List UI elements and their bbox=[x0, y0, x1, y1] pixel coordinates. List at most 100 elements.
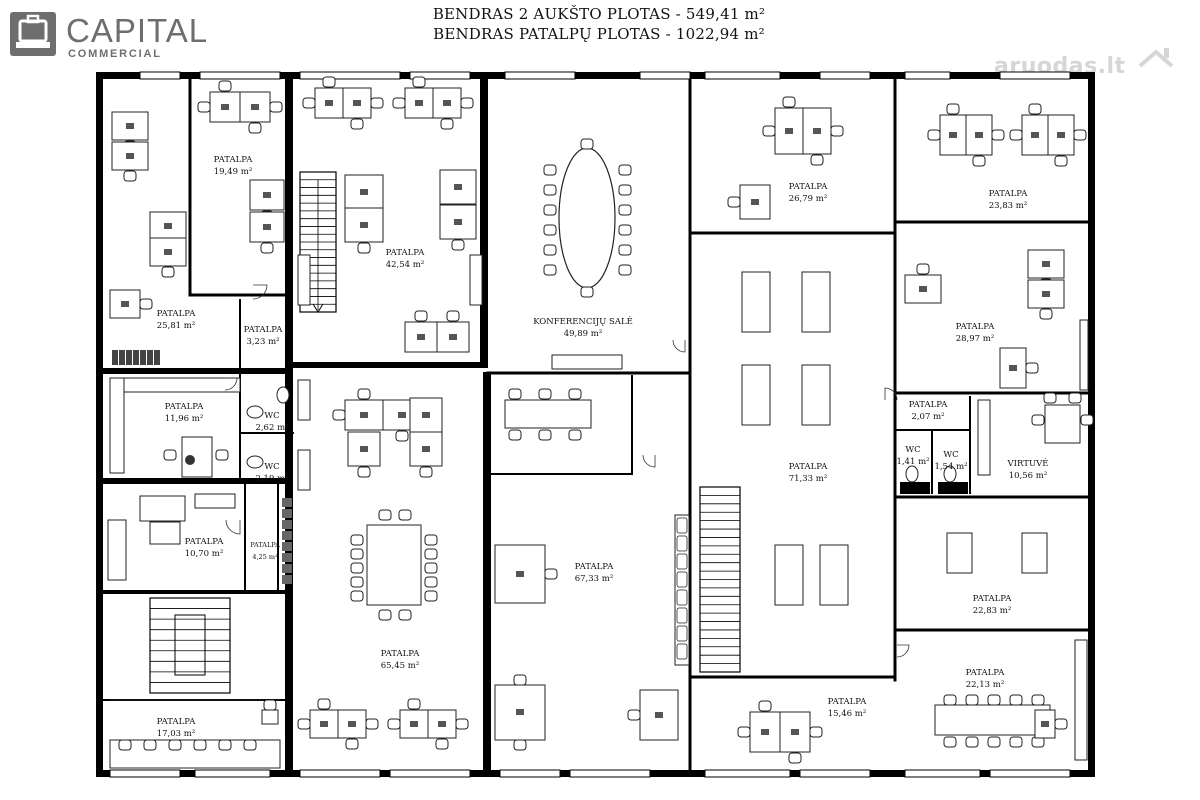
chair bbox=[1028, 103, 1042, 115]
chair bbox=[508, 388, 522, 400]
chair bbox=[965, 736, 979, 748]
room-name-label: PATALPA bbox=[956, 322, 996, 332]
total-floor-area-heading: BENDRAS 2 AUKŠTO PLOTAS - 549,41 m² bbox=[432, 5, 766, 23]
chair bbox=[412, 76, 426, 88]
wall-block bbox=[96, 72, 1092, 79]
chair bbox=[357, 466, 371, 478]
laptop bbox=[1057, 132, 1065, 138]
room-area-label: 25,81 m² bbox=[157, 321, 196, 331]
chair bbox=[1025, 362, 1039, 374]
laptop bbox=[655, 712, 663, 718]
desk bbox=[261, 709, 279, 725]
chair bbox=[263, 699, 277, 711]
laptop bbox=[449, 334, 457, 340]
room-name-label: PATALPA bbox=[973, 594, 1013, 604]
chair bbox=[1043, 392, 1057, 404]
laptop bbox=[415, 100, 423, 106]
chair bbox=[737, 726, 751, 738]
brand-subtitle: COMMERCIAL bbox=[68, 48, 162, 60]
chair bbox=[424, 548, 438, 560]
desk bbox=[1074, 639, 1088, 761]
room-name-label: PATALPA bbox=[157, 309, 197, 319]
room-area-label: 15,46 m² bbox=[828, 709, 867, 719]
chair bbox=[168, 739, 182, 751]
laptop bbox=[164, 249, 172, 255]
room-area-label: 49,89 m² bbox=[564, 329, 603, 339]
window bbox=[569, 769, 651, 778]
window bbox=[999, 71, 1071, 80]
chair bbox=[513, 739, 527, 751]
chair bbox=[350, 576, 364, 588]
bench-seat bbox=[676, 553, 688, 570]
chair bbox=[248, 122, 262, 134]
bench-seat bbox=[676, 571, 688, 588]
shelf bbox=[282, 531, 292, 540]
radiator-fin bbox=[112, 350, 118, 365]
window bbox=[799, 769, 871, 778]
window bbox=[904, 71, 951, 80]
chair bbox=[544, 568, 558, 580]
window bbox=[299, 769, 381, 778]
chair bbox=[788, 752, 802, 764]
shelf bbox=[282, 509, 292, 518]
shelf bbox=[282, 553, 292, 562]
laptop bbox=[751, 199, 759, 205]
desk bbox=[551, 354, 623, 370]
chair bbox=[513, 674, 527, 686]
chair bbox=[197, 101, 211, 113]
chair bbox=[365, 718, 379, 730]
chair bbox=[943, 694, 957, 706]
chair bbox=[618, 204, 632, 216]
chair bbox=[568, 388, 582, 400]
laptop bbox=[919, 286, 927, 292]
chair bbox=[435, 738, 449, 750]
desk bbox=[741, 271, 771, 333]
chair bbox=[297, 718, 311, 730]
desk bbox=[1021, 532, 1048, 574]
chair bbox=[345, 738, 359, 750]
chair bbox=[972, 155, 986, 167]
chair bbox=[218, 80, 232, 92]
desk bbox=[946, 532, 973, 574]
chair bbox=[424, 576, 438, 588]
laptop bbox=[263, 224, 271, 230]
chair bbox=[927, 129, 941, 141]
chair bbox=[161, 266, 175, 278]
room-name-label: PATALPA bbox=[244, 325, 284, 335]
room-name-label: PATALPA bbox=[966, 668, 1006, 678]
chair bbox=[627, 709, 641, 721]
room-name-label: PATALPA bbox=[250, 541, 280, 549]
room-area-label: 10,70 m² bbox=[185, 549, 224, 559]
window bbox=[504, 71, 576, 80]
chair bbox=[387, 718, 401, 730]
chair bbox=[762, 125, 776, 137]
laptop bbox=[417, 334, 425, 340]
chair bbox=[370, 97, 384, 109]
chair bbox=[580, 286, 594, 298]
chair bbox=[302, 97, 316, 109]
desk bbox=[297, 379, 311, 421]
desk bbox=[639, 689, 679, 741]
laptop bbox=[263, 192, 271, 198]
room-area-label: 11,96 m² bbox=[165, 414, 204, 424]
chair bbox=[1009, 129, 1023, 141]
chair bbox=[810, 154, 824, 166]
chair bbox=[322, 76, 336, 88]
wall-block bbox=[483, 372, 491, 777]
room-area-label: 4,25 m² bbox=[252, 553, 278, 561]
desk bbox=[1079, 319, 1089, 391]
room-name-label: KONFERENCIJŲ SALĖ bbox=[533, 315, 633, 327]
chair bbox=[987, 736, 1001, 748]
wall-block bbox=[480, 72, 488, 362]
room-area-label: 2,07 m² bbox=[911, 412, 944, 422]
laptop bbox=[438, 721, 446, 727]
chair bbox=[830, 125, 844, 137]
laptop bbox=[422, 412, 430, 418]
laptop bbox=[398, 412, 406, 418]
total-premises-area-heading: BENDRAS PATALPŲ PLOTAS - 1022,94 m² bbox=[433, 25, 765, 43]
chair bbox=[987, 694, 1001, 706]
chair bbox=[332, 409, 346, 421]
room-area-label: 28,97 m² bbox=[956, 334, 995, 344]
laptop bbox=[360, 412, 368, 418]
